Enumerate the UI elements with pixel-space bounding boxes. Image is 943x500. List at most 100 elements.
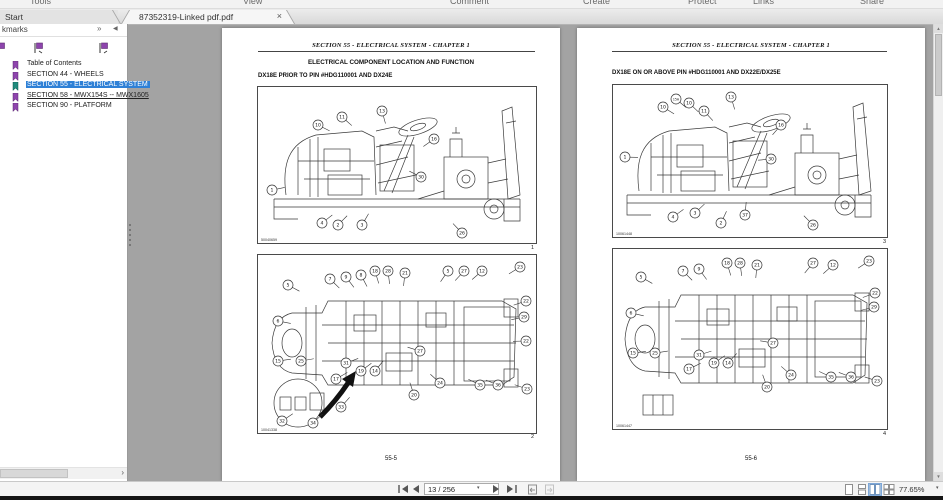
figure-ref-label: 10041338 bbox=[261, 428, 277, 432]
callout-number: 13 bbox=[379, 109, 385, 115]
status-bar: ▾ 77.65% ▾ bbox=[0, 481, 943, 497]
callout-number: 8 bbox=[360, 273, 363, 279]
callout-circle bbox=[677, 265, 689, 277]
last-page-icon[interactable] bbox=[506, 484, 517, 494]
tractor-side-view-art bbox=[626, 102, 872, 218]
callout-circle bbox=[369, 265, 381, 277]
first-page-icon[interactable] bbox=[398, 484, 409, 494]
figure-ref-label: 10061448 bbox=[616, 232, 632, 236]
menu-item-create[interactable]: Create bbox=[583, 0, 611, 6]
splitter-grip[interactable] bbox=[129, 239, 131, 241]
callout-circle bbox=[734, 257, 746, 269]
callout-number: 14 bbox=[372, 369, 378, 375]
tab-start[interactable]: Start bbox=[0, 10, 118, 24]
previous-view-icon[interactable] bbox=[526, 484, 538, 495]
tractor-top-view-art bbox=[271, 298, 519, 428]
tractor-side-view-art bbox=[273, 106, 521, 222]
close-icon[interactable]: × bbox=[276, 11, 282, 21]
callout-number: 5 bbox=[287, 283, 290, 289]
callout-number: 15 bbox=[630, 351, 636, 357]
figure-number: 3 bbox=[882, 239, 886, 245]
page-dropdown-icon[interactable]: ▾ bbox=[477, 485, 480, 491]
page-subtitle: ELECTRICAL COMPONENT LOCATION AND FUNCTI… bbox=[307, 59, 475, 66]
single-page-view-icon[interactable] bbox=[843, 484, 855, 495]
callout-number: 9 bbox=[698, 267, 701, 273]
menu-item-tools[interactable]: Tools bbox=[30, 0, 52, 6]
callout-number: 19 bbox=[358, 369, 364, 375]
next-view-icon[interactable] bbox=[543, 484, 555, 495]
callout-number: 16 bbox=[778, 123, 784, 129]
callout-number: 7 bbox=[329, 277, 332, 283]
bookmark-item-section55-selected[interactable]: SECTION 55 - ELECTRICAL SYSTEM bbox=[0, 81, 150, 92]
menu-item-share[interactable]: Share bbox=[860, 0, 885, 6]
bookmark-item-section90[interactable]: SECTION 90 - PLATFORM bbox=[0, 102, 127, 113]
bookmarks-toolbar bbox=[0, 37, 127, 59]
callout-number: 28 bbox=[737, 261, 743, 267]
callout-number: 29 bbox=[871, 305, 877, 311]
menu-bar: Tools View Comment Create Protect Links … bbox=[0, 0, 943, 9]
figure-number: 2 bbox=[530, 434, 534, 440]
bookmarks-title: kmarks bbox=[2, 25, 28, 34]
menu-item-view[interactable]: View bbox=[243, 0, 263, 6]
bookmarks-panel-header: kmarks » ◀ bbox=[0, 24, 127, 37]
callout-number: 1 bbox=[271, 188, 274, 194]
splitter-grip[interactable] bbox=[129, 224, 131, 226]
page-number-input[interactable] bbox=[424, 483, 499, 495]
callout-circle bbox=[518, 311, 530, 323]
bookmark-ribbon-icon bbox=[12, 61, 19, 70]
scrollbar-thumb[interactable] bbox=[935, 34, 942, 96]
splitter-grip[interactable] bbox=[129, 234, 131, 236]
callout-number: 22 bbox=[872, 291, 878, 297]
tab-document[interactable]: 87352319-Linked pdf.pdf × bbox=[121, 10, 294, 24]
splitter-grip[interactable] bbox=[129, 229, 131, 231]
page-number: 55-5 bbox=[384, 456, 397, 462]
callout-circle bbox=[408, 389, 420, 401]
callout-number: 14 bbox=[725, 361, 731, 367]
callout-circle bbox=[476, 265, 488, 277]
menu-item-protect[interactable]: Protect bbox=[688, 0, 717, 6]
callout-number: 12 bbox=[479, 269, 485, 275]
bookmark-item-toc[interactable]: Table of Contents bbox=[0, 60, 127, 71]
scroll-down-icon[interactable]: ▼ bbox=[934, 472, 943, 481]
header-rule bbox=[258, 51, 535, 52]
panel-dock-icon[interactable]: ◀ bbox=[113, 26, 118, 32]
bookmark-options-icon[interactable]: » bbox=[97, 24, 102, 33]
continuous-view-icon[interactable] bbox=[856, 484, 868, 495]
menu-item-comment[interactable]: Comment bbox=[450, 0, 490, 6]
collapse-bookmark-icon[interactable] bbox=[98, 42, 109, 54]
callout-number: 2 bbox=[720, 221, 723, 227]
previous-page-icon[interactable] bbox=[412, 484, 420, 494]
callout-number: 4 bbox=[321, 221, 324, 227]
callout-number: 4 bbox=[672, 215, 675, 221]
tab-start-label: Start bbox=[5, 12, 23, 22]
callout-circle bbox=[324, 273, 336, 285]
callout-circle bbox=[722, 357, 734, 369]
callout-circle bbox=[340, 271, 352, 283]
bookmark-item-section58[interactable]: SECTION 58 - MWX154S -- MWX1605 bbox=[0, 92, 149, 103]
bookmark-tool-icon-cut[interactable] bbox=[0, 42, 6, 54]
callout-circle bbox=[456, 227, 468, 239]
menu-item-links[interactable]: Links bbox=[753, 0, 775, 6]
callout-number: 6 bbox=[277, 319, 280, 325]
bookmarks-horizontal-scrollbar[interactable]: › bbox=[0, 467, 127, 479]
vertical-scrollbar[interactable]: ▲ ▼ bbox=[933, 24, 943, 481]
next-page-icon[interactable] bbox=[492, 484, 500, 494]
callout-circle bbox=[869, 287, 881, 299]
callout-circle bbox=[863, 255, 875, 267]
expand-bookmark-icon[interactable] bbox=[33, 42, 44, 54]
callout-number: 26 bbox=[810, 223, 816, 229]
splitter-grip[interactable] bbox=[129, 244, 131, 246]
callout-number: 10 bbox=[686, 101, 692, 107]
zoom-level[interactable]: 77.65% bbox=[899, 485, 925, 494]
facing-view-icon[interactable] bbox=[868, 483, 882, 496]
bookmark-item-section44[interactable]: SECTION 44 - WHEELS bbox=[0, 71, 127, 82]
callout-number: 28 bbox=[385, 269, 391, 275]
facing-continuous-view-icon[interactable] bbox=[883, 484, 895, 495]
scroll-up-icon[interactable]: ▲ bbox=[934, 24, 943, 33]
callout-circle bbox=[649, 347, 661, 359]
zoom-dropdown-icon[interactable]: ▾ bbox=[936, 485, 939, 491]
scroll-right-icon[interactable]: › bbox=[121, 468, 124, 477]
scrollbar-thumb[interactable] bbox=[0, 469, 68, 478]
callout-number: 36 bbox=[848, 375, 854, 381]
